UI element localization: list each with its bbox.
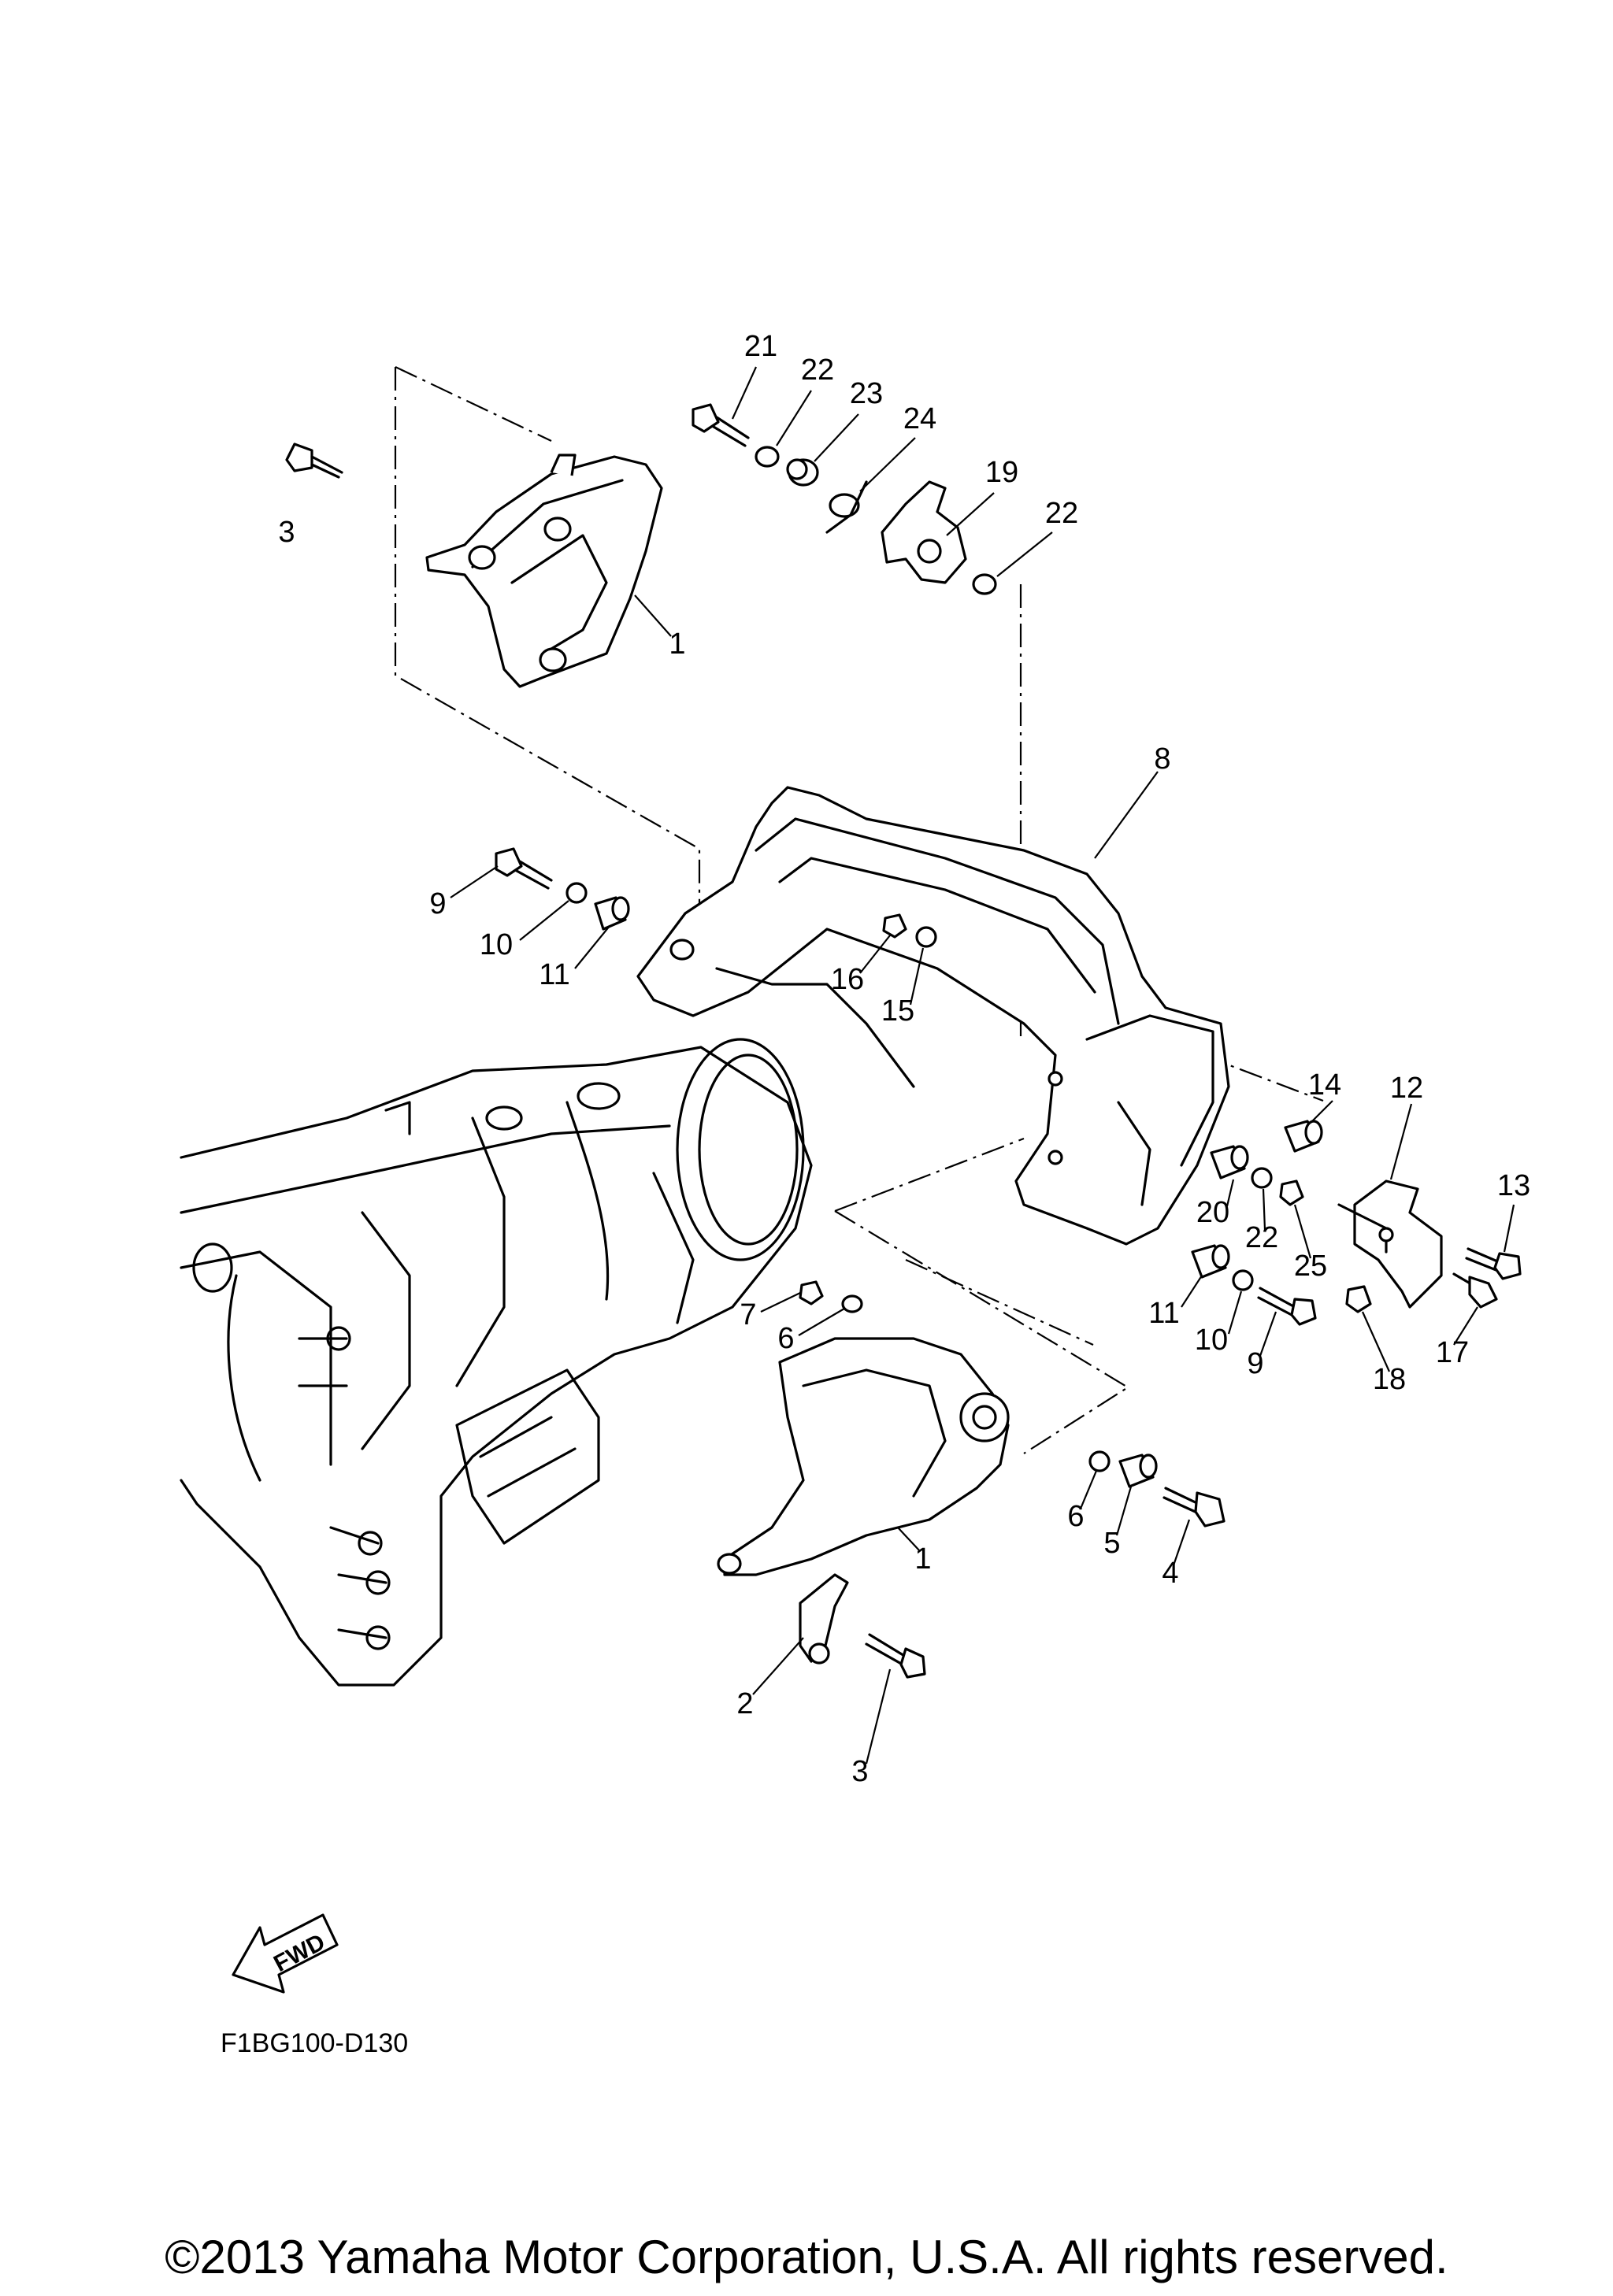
- callout-10: 10: [480, 928, 513, 961]
- callout-5: 5: [1103, 1527, 1120, 1560]
- washer-10-right: [1232, 1269, 1254, 1291]
- side-plate: [1337, 1179, 1443, 1309]
- washer-6-upper: [841, 1294, 863, 1313]
- callout-9: 9: [429, 887, 446, 920]
- washer-22-right: [972, 573, 997, 595]
- nut-18: [1345, 1285, 1372, 1313]
- callout-11: 11: [539, 958, 569, 991]
- callout-6: 6: [777, 1322, 794, 1355]
- callout-18: 18: [1373, 1363, 1406, 1396]
- callout-17: 17: [1436, 1336, 1469, 1369]
- copyright-notice: ©2013 Yamaha Motor Corporation, U.S.A. A…: [165, 2231, 1448, 2283]
- callout-8: 8: [1154, 742, 1170, 776]
- figure-code: F1BG100-D130: [221, 2028, 408, 2058]
- upper-mount-bracket: [425, 454, 663, 688]
- callout-12: 12: [1390, 1072, 1423, 1105]
- callout-2: 2: [736, 1687, 753, 1720]
- bracket-clip: [799, 1573, 849, 1665]
- callout-3: 3: [851, 1755, 868, 1788]
- callout-9: 9: [1247, 1347, 1263, 1380]
- callout-7: 7: [740, 1298, 756, 1331]
- collar-20: [1210, 1145, 1249, 1179]
- bolt-3-lower: [865, 1633, 926, 1679]
- fwd-arrow-icon: FWD: [232, 1913, 339, 1994]
- callout-14: 14: [1308, 1068, 1341, 1102]
- bolt-9-right: [1257, 1287, 1317, 1326]
- bolt-3-upper: [285, 443, 343, 479]
- callout-21: 21: [744, 330, 777, 363]
- callout-23: 23: [850, 377, 883, 410]
- callout-6: 6: [1067, 1500, 1084, 1533]
- washer-6-lower: [1088, 1450, 1111, 1472]
- washer-10-left: [565, 882, 588, 904]
- bolt-4: [1162, 1487, 1226, 1528]
- spring-24: [825, 480, 868, 534]
- callout-3: 3: [278, 516, 295, 549]
- callout-20: 20: [1196, 1196, 1229, 1229]
- bolt-9-left: [495, 847, 553, 890]
- washer-22-upper: [755, 446, 780, 468]
- callout-1: 1: [914, 1542, 931, 1576]
- callout-15: 15: [881, 994, 914, 1028]
- callout-13: 13: [1497, 1169, 1530, 1202]
- collar-14: [1284, 1120, 1323, 1153]
- nut-16: [882, 913, 907, 939]
- washer-15: [915, 926, 937, 948]
- callout-4: 4: [1162, 1557, 1178, 1590]
- nut-7: [799, 1280, 824, 1305]
- fasteners: [285, 403, 1522, 1679]
- washer-22-lower: [1251, 1167, 1273, 1189]
- callout-22: 22: [801, 354, 834, 387]
- callout-22: 22: [1245, 1221, 1278, 1254]
- callout-22: 22: [1045, 497, 1078, 530]
- jet-pump-housing: [180, 1038, 813, 1687]
- steering-nozzle-bracket: [636, 786, 1230, 1246]
- collar-11-right: [1191, 1244, 1230, 1279]
- stopper-plate: [881, 480, 967, 584]
- callout-24: 24: [903, 402, 936, 435]
- callout-10: 10: [1195, 1324, 1228, 1357]
- callout-11: 11: [1148, 1297, 1179, 1330]
- leader-lines: [450, 366, 1515, 1765]
- collar-5: [1118, 1454, 1158, 1488]
- callout-19: 19: [985, 456, 1018, 489]
- callout-16: 16: [831, 963, 864, 996]
- callout-labels: 21 22 23 24 19 22 3 1 8 9 10 11 16 15 14…: [278, 330, 1530, 1788]
- collar-23: [786, 458, 819, 487]
- lower-mount-bracket: [717, 1337, 1010, 1576]
- bolt-21: [692, 403, 750, 447]
- callout-1: 1: [669, 628, 685, 661]
- collar-11-left: [594, 896, 630, 931]
- callout-25: 25: [1294, 1250, 1327, 1283]
- bolt-13: [1465, 1247, 1522, 1280]
- nut-25: [1279, 1179, 1304, 1206]
- bolt-17: [1452, 1272, 1498, 1309]
